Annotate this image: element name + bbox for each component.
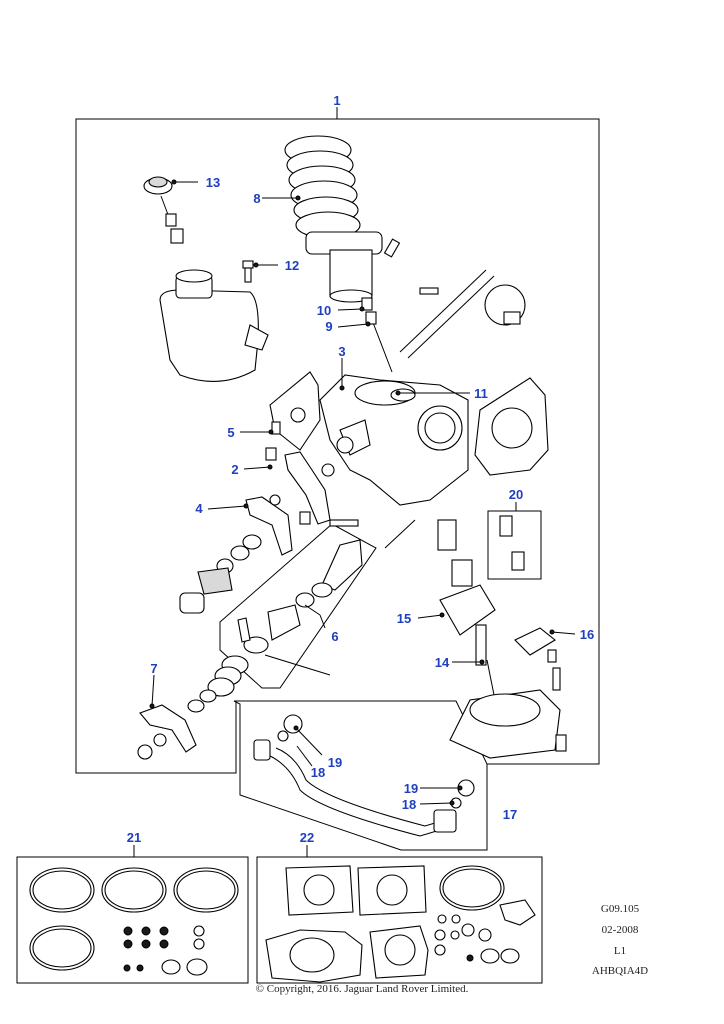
carburettor-body [319, 374, 469, 506]
callout-9: 9 [325, 319, 332, 334]
fuel-pipe [253, 714, 475, 837]
callout-18-lower: 18 [402, 797, 416, 812]
flange-gaskets [269, 371, 549, 476]
gasket-kit [265, 865, 536, 983]
figure-date: 02-2008 [601, 924, 639, 936]
fitting-20 [499, 515, 525, 571]
float-chamber [439, 584, 567, 759]
callout-16: 16 [580, 627, 594, 642]
o-ring-kit [29, 867, 239, 976]
damper [143, 176, 184, 244]
callout-18: 18 [311, 765, 325, 780]
callout-3: 3 [338, 344, 345, 359]
callout-19-lower: 19 [404, 781, 418, 796]
callout-12: 12 [285, 258, 299, 273]
figure-code: AHBQIA4D [591, 965, 649, 977]
figure-number: G09.105 [600, 903, 640, 915]
callout-22: 22 [300, 830, 314, 845]
jet-assembly [237, 539, 363, 676]
callout-8: 8 [253, 191, 260, 206]
piston-spring [284, 135, 401, 303]
callout-5: 5 [227, 425, 234, 440]
callout-21: 21 [127, 830, 141, 845]
callout-4: 4 [195, 501, 203, 516]
needle [361, 297, 393, 373]
callout-20: 20 [509, 487, 523, 502]
callout-14: 14 [435, 655, 450, 670]
suction-chamber [159, 269, 269, 382]
callout-11: 11 [474, 386, 488, 401]
springs-washers [179, 534, 262, 614]
callout-19: 19 [328, 755, 342, 770]
main-frame [75, 118, 600, 774]
box-22 [256, 856, 543, 984]
box-21 [16, 856, 249, 984]
callout-15: 15 [397, 611, 411, 626]
callout-2: 2 [231, 462, 238, 477]
pipe-frame [233, 700, 488, 851]
screw-12 [242, 260, 254, 283]
callout-7: 7 [150, 661, 157, 676]
copyright-notice: © Copyright, 2016. Jaguar Land Rover Lim… [255, 983, 469, 995]
figure-level: L1 [613, 945, 627, 957]
choke-lever [137, 655, 249, 760]
throttle-spindle [399, 269, 526, 359]
callout-6: 6 [331, 629, 338, 644]
callout-13: 13 [206, 175, 220, 190]
callout-17: 17 [503, 807, 517, 822]
callout-labels: 1 2 3 4 5 6 7 8 9 10 11 12 13 14 15 16 1… [127, 93, 594, 845]
callout-10: 10 [317, 303, 331, 318]
box-20 [487, 510, 542, 580]
linkage-parts [245, 421, 359, 556]
body-fittings [384, 519, 473, 587]
leader-lines [133, 179, 576, 857]
callout-1: 1 [333, 93, 340, 108]
